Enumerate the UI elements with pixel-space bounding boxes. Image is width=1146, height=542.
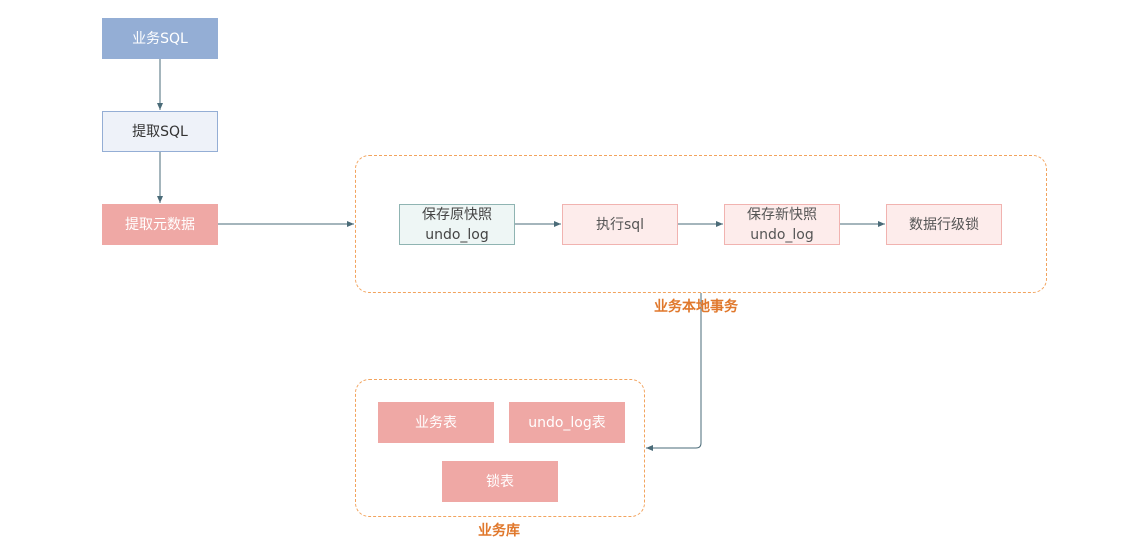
undo-log-table-node: undo_log表 [509, 402, 625, 443]
business-sql-label: 业务SQL [132, 30, 188, 47]
save-old-snapshot-node: 保存原快照 undo_log [399, 204, 515, 245]
lock-table-label: 锁表 [486, 473, 514, 490]
business-table-label: 业务表 [415, 414, 457, 431]
extract-metadata-node: 提取元数据 [102, 204, 218, 245]
business-db-group [355, 379, 645, 517]
save-new-snapshot-sublabel: undo_log [750, 226, 814, 243]
local-transaction-label: 业务本地事务 [654, 299, 738, 315]
save-old-snapshot-label: 保存原快照 [422, 206, 492, 223]
row-lock-label: 数据行级锁 [909, 216, 979, 233]
edge-transaction-to-db [646, 293, 702, 451]
business-db-label: 业务库 [478, 523, 520, 539]
local-transaction-group [355, 155, 1047, 293]
business-table-node: 业务表 [378, 402, 494, 443]
business-sql-node: 业务SQL [102, 18, 218, 59]
execute-sql-label: 执行sql [595, 216, 645, 233]
execute-sql-node: 执行sql [562, 204, 678, 245]
extract-metadata-label: 提取元数据 [125, 216, 195, 233]
row-lock-node: 数据行级锁 [886, 204, 1002, 245]
save-old-snapshot-sublabel: undo_log [425, 226, 489, 243]
lock-table-node: 锁表 [442, 461, 558, 502]
save-new-snapshot-node: 保存新快照 undo_log [724, 204, 840, 245]
extract-sql-label: 提取SQL [132, 123, 188, 140]
save-new-snapshot-label: 保存新快照 [747, 206, 817, 223]
extract-sql-node: 提取SQL [102, 111, 218, 152]
undo-log-table-label: undo_log表 [528, 414, 606, 431]
